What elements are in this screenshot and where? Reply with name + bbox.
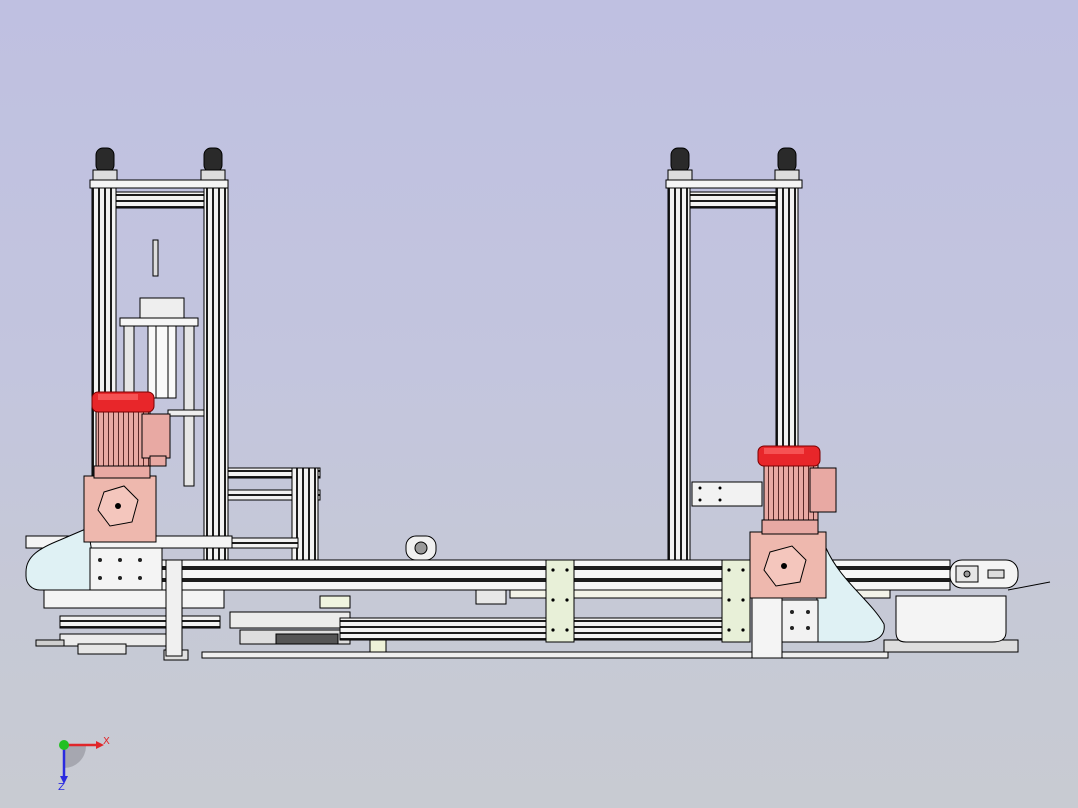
right-motor [757, 445, 837, 521]
connector-plate-1 [545, 559, 575, 643]
x-axis-label: X [103, 736, 110, 747]
left-caster-1 [92, 147, 118, 181]
left-cylinder-assembly [119, 239, 205, 487]
x-axis-arrowhead [96, 741, 104, 749]
right-end-bin [895, 595, 1007, 643]
left-drive-unit [25, 391, 183, 657]
right-caster-1 [667, 147, 693, 181]
right-tower-frame [665, 147, 803, 561]
connector-plate-2 [721, 559, 751, 643]
conveyor-lower-structure [35, 587, 1019, 661]
right-drive-unit [749, 445, 885, 659]
idler-roller [405, 535, 437, 561]
y-axis-dot [59, 740, 69, 750]
left-caster-2 [200, 147, 226, 181]
left-tower-frame [89, 147, 321, 561]
coordinate-triad: X Z [58, 736, 110, 793]
left-motor [91, 391, 171, 467]
right-caster-2 [774, 147, 800, 181]
z-axis-label: Z [58, 782, 65, 793]
z-axis-arrowhead [60, 776, 68, 784]
